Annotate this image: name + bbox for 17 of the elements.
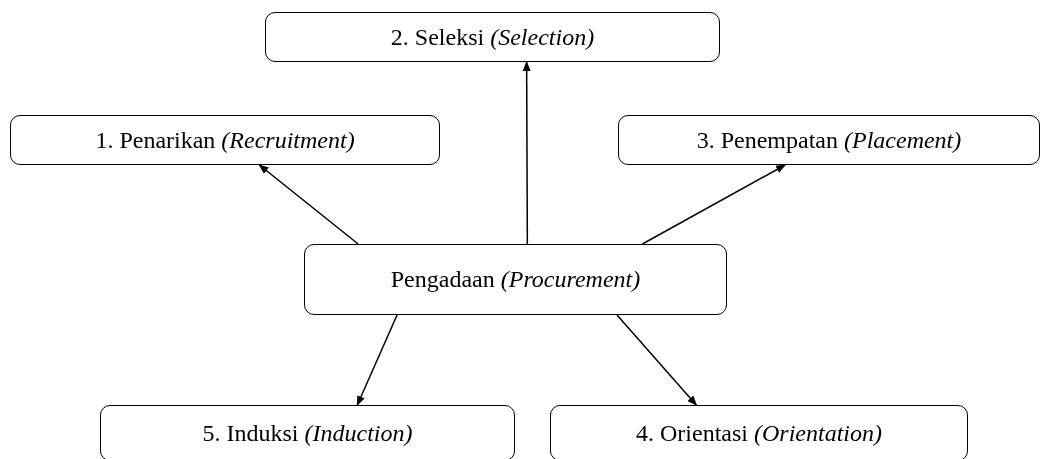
box-label: 3. Penempatan (Placement) <box>696 126 962 154</box>
box-label: 1. Penarikan (Recruitment) <box>95 126 355 154</box>
process-box <box>550 405 968 459</box>
process-box <box>100 405 515 459</box>
box-label: 5. Induksi (Induction) <box>202 419 413 447</box>
arrow <box>522 61 531 245</box>
process-box <box>265 12 720 62</box>
process-box <box>618 115 1040 165</box>
process-box <box>10 115 440 165</box>
box-label: 2. Seleksi (Selection) <box>390 23 595 51</box>
box-label: 4. Orientasi (Orientation) <box>636 419 882 447</box>
box-label: Pengadaan (Procurement) <box>390 266 641 293</box>
arrow <box>258 164 359 245</box>
process-box <box>304 244 727 315</box>
arrow <box>641 164 786 245</box>
arrow <box>616 314 698 406</box>
arrow <box>356 314 398 406</box>
